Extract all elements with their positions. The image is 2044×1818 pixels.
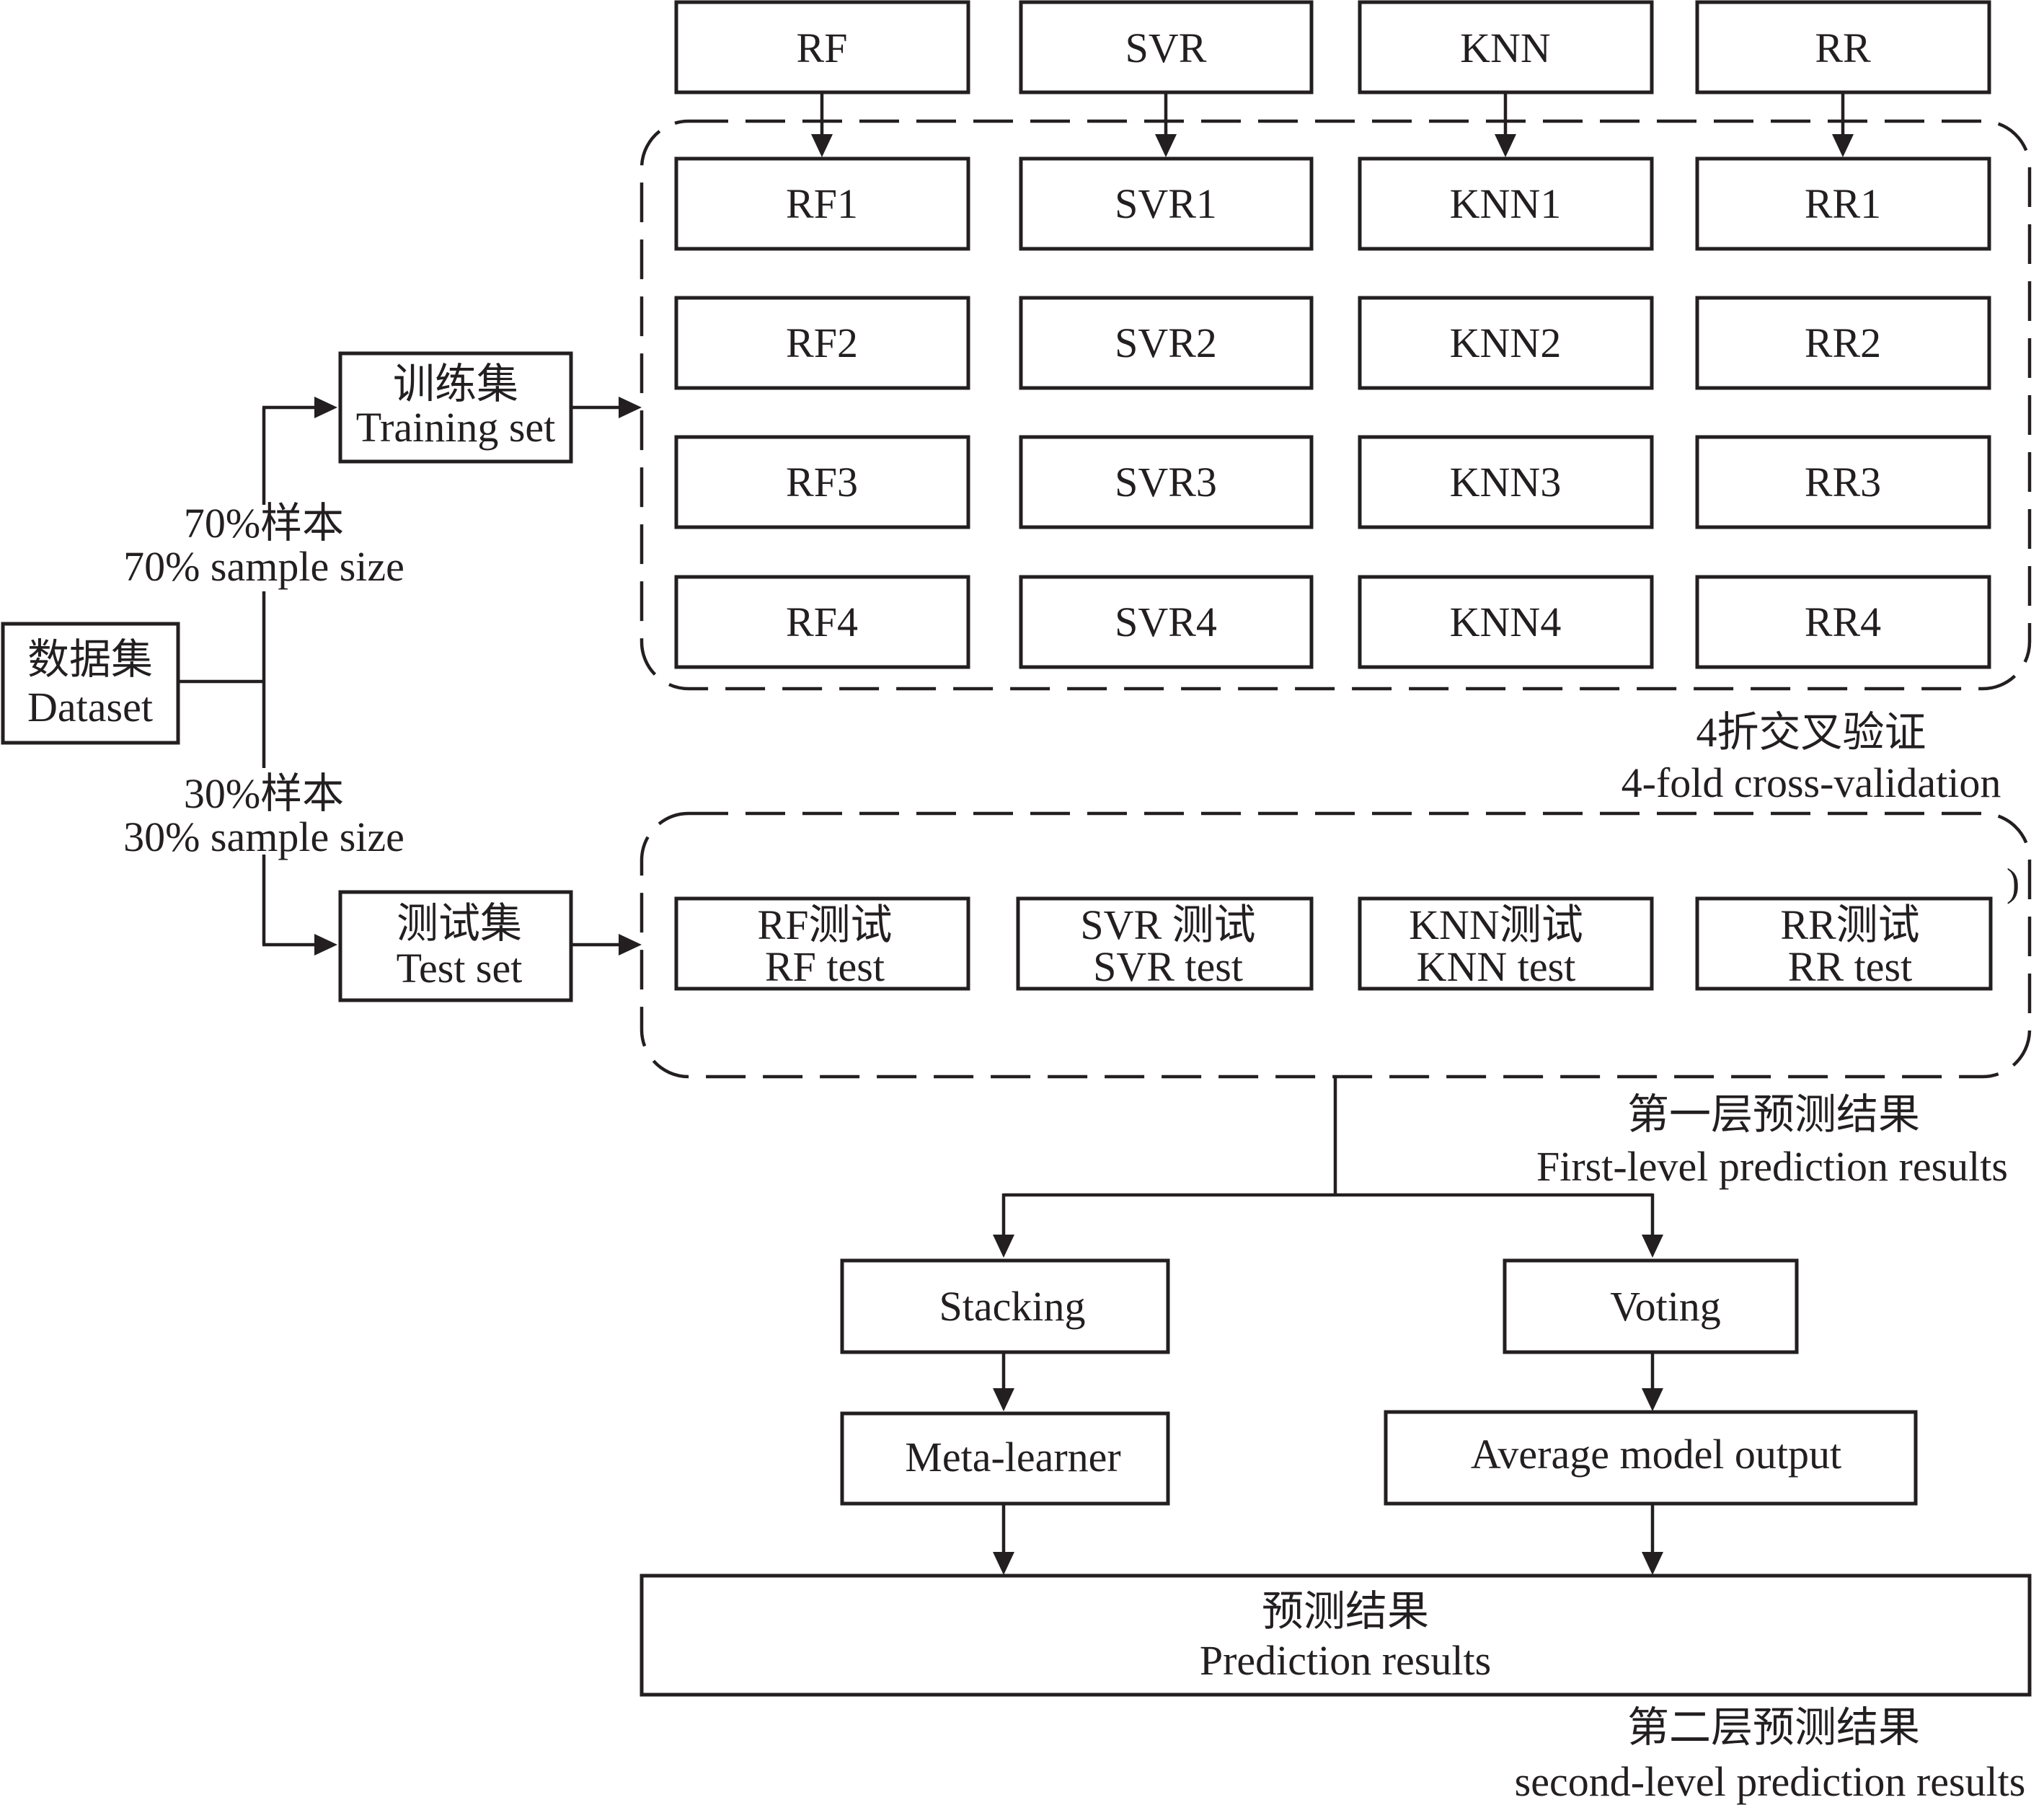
fold-model-label: KNN2 bbox=[1450, 319, 1562, 366]
stacking-node: Stacking bbox=[840, 1258, 1170, 1354]
fold-model-label: RF3 bbox=[786, 459, 858, 506]
fold-row-3: RF3 SVR3 KNN3 RR3 bbox=[674, 435, 1991, 529]
base-model-label: KNN bbox=[1460, 25, 1551, 71]
fold-model-label: RF1 bbox=[786, 180, 858, 227]
cv-caption-en: 4-fold cross-validation bbox=[1622, 759, 2001, 806]
fold-model-label: SVR2 bbox=[1115, 319, 1217, 366]
fold-model-label: RF2 bbox=[786, 319, 858, 366]
training-set-label-zh: 训练集 bbox=[393, 361, 518, 407]
dataset-label-zh: 数据集 bbox=[27, 636, 153, 683]
first-level-caption-zh: 第一层预测结果 bbox=[1627, 1091, 1920, 1138]
average-output-node: Average model output bbox=[1384, 1410, 1918, 1506]
stacking-label: Stacking bbox=[939, 1283, 1086, 1330]
arrow-to-test-group bbox=[619, 934, 642, 956]
test-box-rf: RF测试 RF test bbox=[674, 896, 970, 991]
dataset-label-en: Dataset bbox=[27, 684, 153, 731]
first-level-connector bbox=[993, 1077, 1663, 1258]
base-model-label: SVR bbox=[1125, 25, 1207, 71]
fold-model-label: KNN4 bbox=[1450, 599, 1562, 645]
test-box-knn: KNN测试 KNN test bbox=[1358, 896, 1654, 991]
fold-row-4: RF4 SVR4 KNN4 RR4 bbox=[674, 575, 1991, 669]
fold-row-1: RF1 SVR1 KNN1 RR1 bbox=[674, 156, 1991, 251]
fold-model-label: RR1 bbox=[1805, 180, 1881, 227]
base-model-rf: RF bbox=[674, 0, 970, 94]
prediction-label-en: Prediction results bbox=[1200, 1637, 1491, 1684]
voting-label: Voting bbox=[1610, 1283, 1721, 1330]
second-level-caption-en: second-level prediction results bbox=[1515, 1758, 2026, 1805]
meta-learner-label: Meta-learner bbox=[905, 1434, 1120, 1481]
arrow-stacking-to-prediction bbox=[993, 1552, 1014, 1575]
training-set-node: 训练集 Training set bbox=[338, 351, 573, 464]
fold-model-label: RF4 bbox=[786, 599, 858, 645]
base-model-label: RR bbox=[1815, 25, 1871, 71]
test-box-label-en: SVR test bbox=[1093, 943, 1243, 990]
test-box-label-zh: RR测试 bbox=[1780, 901, 1919, 948]
fold-model-label: SVR3 bbox=[1115, 459, 1217, 506]
fold-row-2: RF2 SVR2 KNN2 RR2 bbox=[674, 296, 1991, 390]
test-box-svr: SVR 测试 SVR test bbox=[1016, 896, 1314, 991]
average-output-label: Average model output bbox=[1471, 1431, 1841, 1478]
split-connector bbox=[178, 397, 337, 956]
test-box-label-en: RR test bbox=[1788, 943, 1912, 990]
arrow-to-training-set bbox=[314, 397, 337, 418]
test-box-rr: RR测试 RR test bbox=[1695, 896, 1993, 991]
base-model-svr: SVR bbox=[1019, 0, 1314, 94]
test-set-node: 测试集 Test set bbox=[338, 890, 573, 1002]
fold-model-label: RR3 bbox=[1805, 459, 1881, 506]
base-model-knn: KNN bbox=[1358, 0, 1654, 94]
split-test-label-zh: 30%样本 bbox=[184, 770, 344, 817]
prediction-results-node: 预测结果 Prediction results bbox=[640, 1574, 2032, 1697]
test-set-label-zh: 测试集 bbox=[397, 900, 522, 947]
test-box-label-en: RF test bbox=[765, 943, 885, 990]
base-model-rr: RR bbox=[1695, 0, 1991, 94]
base-model-label: RF bbox=[797, 25, 848, 71]
test-set-label-en: Test set bbox=[397, 945, 523, 992]
arrow-voting-to-prediction bbox=[1642, 1552, 1663, 1575]
arrow-to-average-output bbox=[1642, 1388, 1663, 1411]
fold-model-label: RR2 bbox=[1805, 319, 1881, 366]
second-level-caption-zh: 第二层预测结果 bbox=[1627, 1704, 1920, 1751]
split-test-label-en: 30% sample size bbox=[123, 813, 404, 860]
test-box-label-en: KNN test bbox=[1417, 943, 1576, 990]
dataset-node: 数据集 Dataset bbox=[1, 622, 180, 745]
meta-learner-node: Meta-learner bbox=[840, 1411, 1170, 1506]
fold-model-label: RR4 bbox=[1805, 599, 1881, 645]
split-train-label-zh: 70%样本 bbox=[184, 500, 344, 547]
cv-caption-zh: 4折交叉验证 bbox=[1696, 709, 1926, 756]
training-set-label-en: Training set bbox=[356, 404, 556, 451]
first-level-caption-en: First-level prediction results bbox=[1536, 1143, 2008, 1190]
arrow-to-test-set bbox=[314, 934, 337, 956]
fold-model-label: SVR4 bbox=[1115, 599, 1217, 645]
fold-model-label: KNN1 bbox=[1450, 180, 1562, 227]
cross-validation-group bbox=[640, 119, 2032, 691]
test-box-label-zh: SVR 测试 bbox=[1080, 901, 1255, 948]
fold-model-label: SVR1 bbox=[1115, 180, 1217, 227]
arrow-to-cv-group bbox=[619, 397, 642, 418]
prediction-label-zh: 预测结果 bbox=[1262, 1588, 1429, 1635]
fold-model-label: KNN3 bbox=[1450, 459, 1562, 506]
test-box-label-zh: KNN测试 bbox=[1409, 901, 1583, 948]
arrow-to-meta-learner bbox=[993, 1388, 1014, 1411]
base-to-fold-arrows bbox=[811, 92, 1854, 157]
voting-node: Voting bbox=[1503, 1258, 1799, 1354]
test-box-label-zh: RF测试 bbox=[758, 901, 893, 948]
split-train-label-en: 70% sample size bbox=[123, 543, 404, 590]
stray-parenthesis: ) bbox=[2007, 860, 2019, 904]
